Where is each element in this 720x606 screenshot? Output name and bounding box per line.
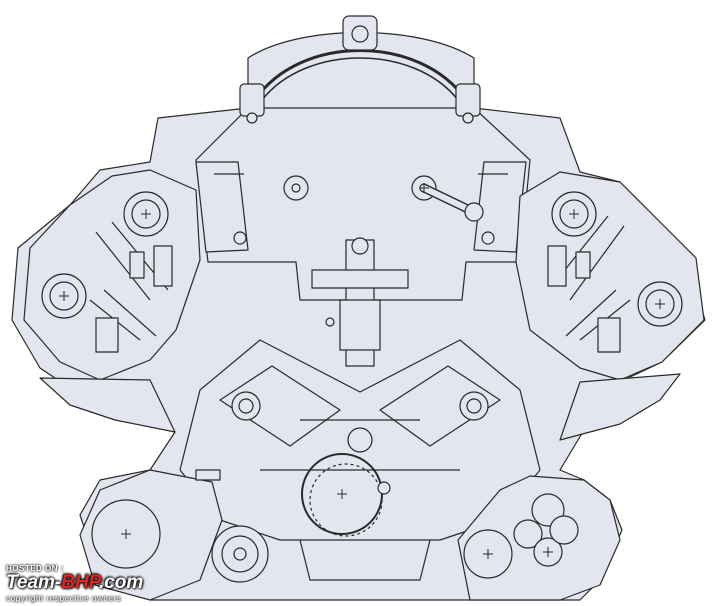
- watermark-hosted-on: HOSTED ON :: [6, 564, 64, 573]
- watermark-brand: Team-BHP.com: [6, 572, 144, 593]
- shaft-center-marks: [59, 183, 665, 559]
- top-manifold-arch: [253, 49, 468, 101]
- watermark: HOSTED ON : Team-BHP.com copyright respe…: [4, 564, 204, 606]
- intake-plenum: [195, 107, 531, 301]
- watermark-copyright: copyright respective owners: [6, 594, 122, 603]
